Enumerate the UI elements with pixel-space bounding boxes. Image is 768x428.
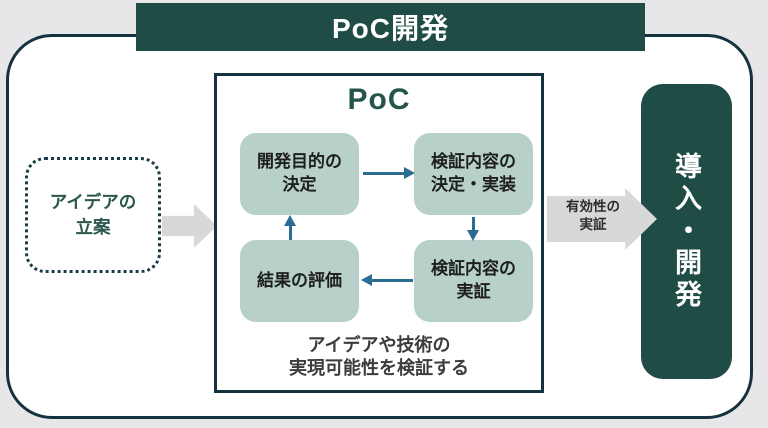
cycle-arrowhead-right-icon xyxy=(404,167,415,179)
stage-label: 検証内容の 実証 xyxy=(431,259,516,301)
idea-planning-box: アイデアの 立案 xyxy=(25,157,161,273)
header-bar: PoC開発 xyxy=(136,3,645,51)
cycle-arrowhead-down-icon xyxy=(467,230,479,241)
cycle-arrowhead-left-icon xyxy=(361,274,372,286)
stage-verification-demonstration: 検証内容の 実証 xyxy=(414,240,533,322)
deploy-development-box: 導入・開発 xyxy=(641,84,732,379)
cycle-arrow-left-icon xyxy=(371,279,413,282)
stage-development-purpose: 開発目的の 決定 xyxy=(240,133,359,215)
stage-label: 開発目的の 決定 xyxy=(257,152,342,194)
cycle-arrow-up-icon xyxy=(289,226,292,240)
stage-result-evaluation: 結果の評価 xyxy=(240,240,359,322)
cycle-arrow-down-icon xyxy=(472,217,475,231)
cycle-arrowhead-up-icon xyxy=(284,215,296,226)
page-title: PoC開発 xyxy=(331,13,449,44)
deploy-development-label: 導入・開発 xyxy=(671,151,701,312)
poc-panel: PoC 開発目的の 決定 検証内容の 決定・実装 検証内容の 実証 結果の評価 … xyxy=(214,73,544,393)
idea-planning-label: アイデアの 立案 xyxy=(49,191,137,237)
poc-panel-title: PoC xyxy=(347,83,411,116)
poc-caption: アイデアや技術の 実現可能性を検証する xyxy=(289,335,469,379)
cycle-arrow-right-icon xyxy=(363,172,405,175)
stage-label: 結果の評価 xyxy=(257,270,342,290)
stage-label: 検証内容の 決定・実装 xyxy=(431,152,516,194)
effectiveness-proof-label: 有効性の 実証 xyxy=(566,199,620,232)
stage-verification-design: 検証内容の 決定・実装 xyxy=(414,133,533,215)
